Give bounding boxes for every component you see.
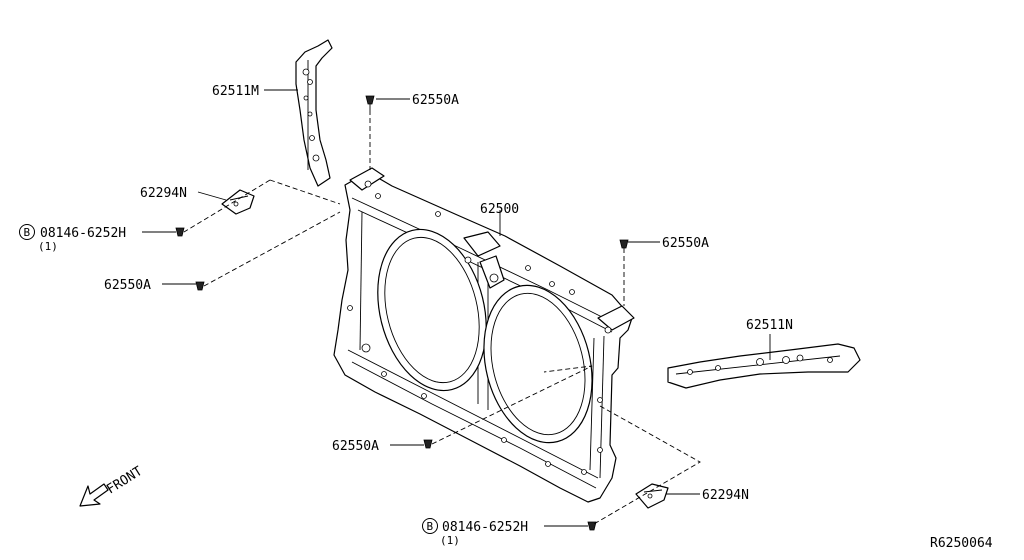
alignment-lines xyxy=(183,110,701,525)
label-08146-6252H-bottom: 08146-6252H xyxy=(442,520,528,535)
front-label: FRONT xyxy=(104,464,145,498)
label-qty-left: (1) xyxy=(38,240,58,253)
label-62550A-left: 62550A xyxy=(104,278,151,293)
label-62294N-right: 62294N xyxy=(702,488,749,503)
reinforcement-left-part xyxy=(295,39,333,187)
reinforcement-right-part xyxy=(667,343,861,389)
label-qty-bottom: (1) xyxy=(440,534,460,547)
bolt-left xyxy=(175,227,185,237)
clip-right xyxy=(619,239,629,249)
label-62500: 62500 xyxy=(480,202,519,217)
clip-bottom xyxy=(423,439,433,449)
badge-b-left: B xyxy=(19,224,35,240)
badge-letter: B xyxy=(427,520,434,533)
reference-code: R6250064 xyxy=(930,536,993,551)
label-08146-6252H-left: 08146-6252H xyxy=(40,226,126,241)
label-62511N: 62511N xyxy=(746,318,793,333)
label-62550A-bottom: 62550A xyxy=(332,439,379,454)
front-arrow: FRONT xyxy=(79,464,145,507)
clip-top xyxy=(365,95,375,110)
badge-b-bottom: B xyxy=(422,518,438,534)
bracket-right-part xyxy=(635,483,669,509)
radiator-core-support xyxy=(333,167,635,503)
label-62550A-right: 62550A xyxy=(662,236,709,251)
badge-letter: B xyxy=(24,226,31,239)
leader-lines xyxy=(142,89,771,527)
clip-left xyxy=(195,281,205,291)
label-62550A-top: 62550A xyxy=(412,93,459,108)
label-62511M: 62511M xyxy=(212,84,259,99)
bracket-left-part xyxy=(221,189,255,215)
bolt-bottom xyxy=(587,521,597,531)
label-62294N-left: 62294N xyxy=(140,186,187,201)
